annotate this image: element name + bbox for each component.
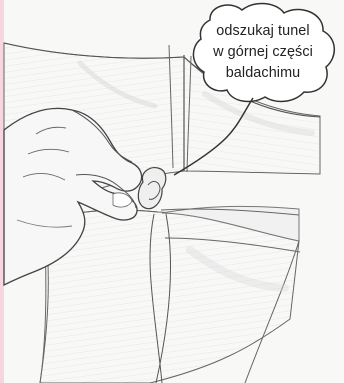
callout-line-2: w górnej części — [202, 42, 324, 63]
callout-line-1: odszukaj tunel — [202, 21, 324, 42]
callout-line-3: baldachimu — [202, 63, 324, 84]
callout-text: odszukaj tunel w górnej części baldachim… — [202, 21, 324, 84]
